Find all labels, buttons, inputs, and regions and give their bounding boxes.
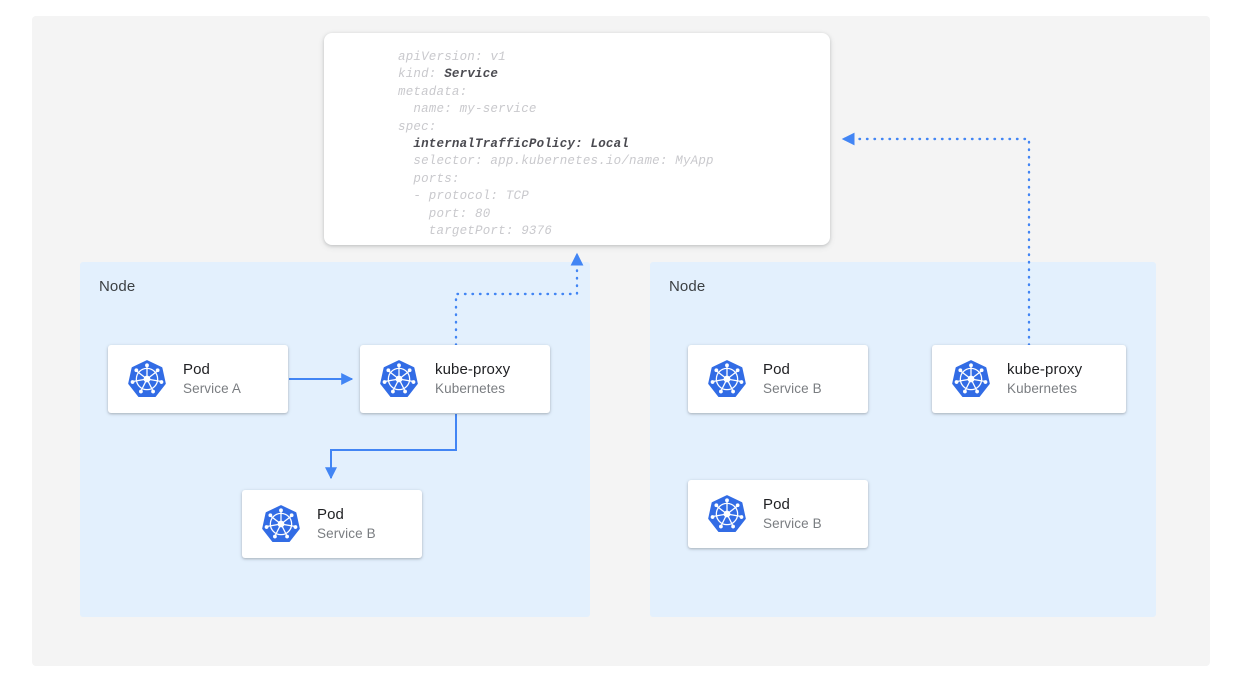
yaml-line: ports:: [398, 171, 460, 186]
yaml-code-block: apiVersion: v1 kind: Service metadata: nam…: [398, 49, 714, 240]
card-title: Pod: [183, 361, 210, 378]
card-title: kube-proxy: [435, 361, 511, 378]
card-title: kube-proxy: [1007, 361, 1083, 378]
yaml-line: - protocol: TCP: [398, 189, 529, 204]
card-kube-proxy-right[interactable]: kube-proxy Kubernetes: [932, 345, 1126, 413]
yaml-line: internalTrafficPolicy: Local: [398, 137, 630, 152]
card-pod-service-b-right-bottom[interactable]: Pod Service B: [688, 480, 868, 548]
service-manifest-card: apiVersion: v1 kind: Service metadata: nam…: [324, 33, 830, 245]
kubernetes-icon: [380, 360, 418, 398]
card-subtitle: Kubernetes: [435, 381, 506, 396]
kubernetes-icon: [128, 360, 166, 398]
card-subtitle: Service B: [763, 381, 822, 396]
yaml-line: spec:: [398, 119, 437, 134]
card-subtitle: Service B: [763, 516, 822, 531]
card-kube-proxy-left[interactable]: kube-proxy Kubernetes: [360, 345, 550, 413]
card-subtitle: Service A: [183, 381, 241, 396]
kubernetes-icon: [708, 360, 746, 398]
yaml-line: port: 80: [398, 206, 491, 221]
kubernetes-icon: [708, 495, 746, 533]
card-title: Pod: [317, 506, 344, 523]
card-subtitle: Service B: [317, 526, 376, 541]
node-container-left: Node: [80, 262, 590, 617]
yaml-line: targetPort: 9376: [398, 224, 553, 239]
kubernetes-icon: [262, 505, 300, 543]
card-title: Pod: [763, 361, 790, 378]
card-pod-service-a[interactable]: Pod Service A: [108, 345, 288, 413]
yaml-line: selector: app.kubernetes.io/name: MyApp: [398, 154, 714, 169]
kubernetes-icon: [952, 360, 990, 398]
yaml-line: metadata:: [398, 84, 468, 99]
yaml-line: apiVersion: v1: [398, 50, 506, 64]
card-title: Pod: [763, 496, 790, 513]
card-pod-service-b-left[interactable]: Pod Service B: [242, 490, 422, 558]
card-pod-service-b-right-top[interactable]: Pod Service B: [688, 345, 868, 413]
yaml-line: name: my-service: [398, 102, 537, 117]
yaml-line: kind: Service: [398, 67, 499, 82]
node-label: Node: [669, 278, 706, 295]
card-subtitle: Kubernetes: [1007, 381, 1078, 396]
node-label: Node: [99, 278, 136, 295]
node-container-right: Node: [650, 262, 1156, 617]
